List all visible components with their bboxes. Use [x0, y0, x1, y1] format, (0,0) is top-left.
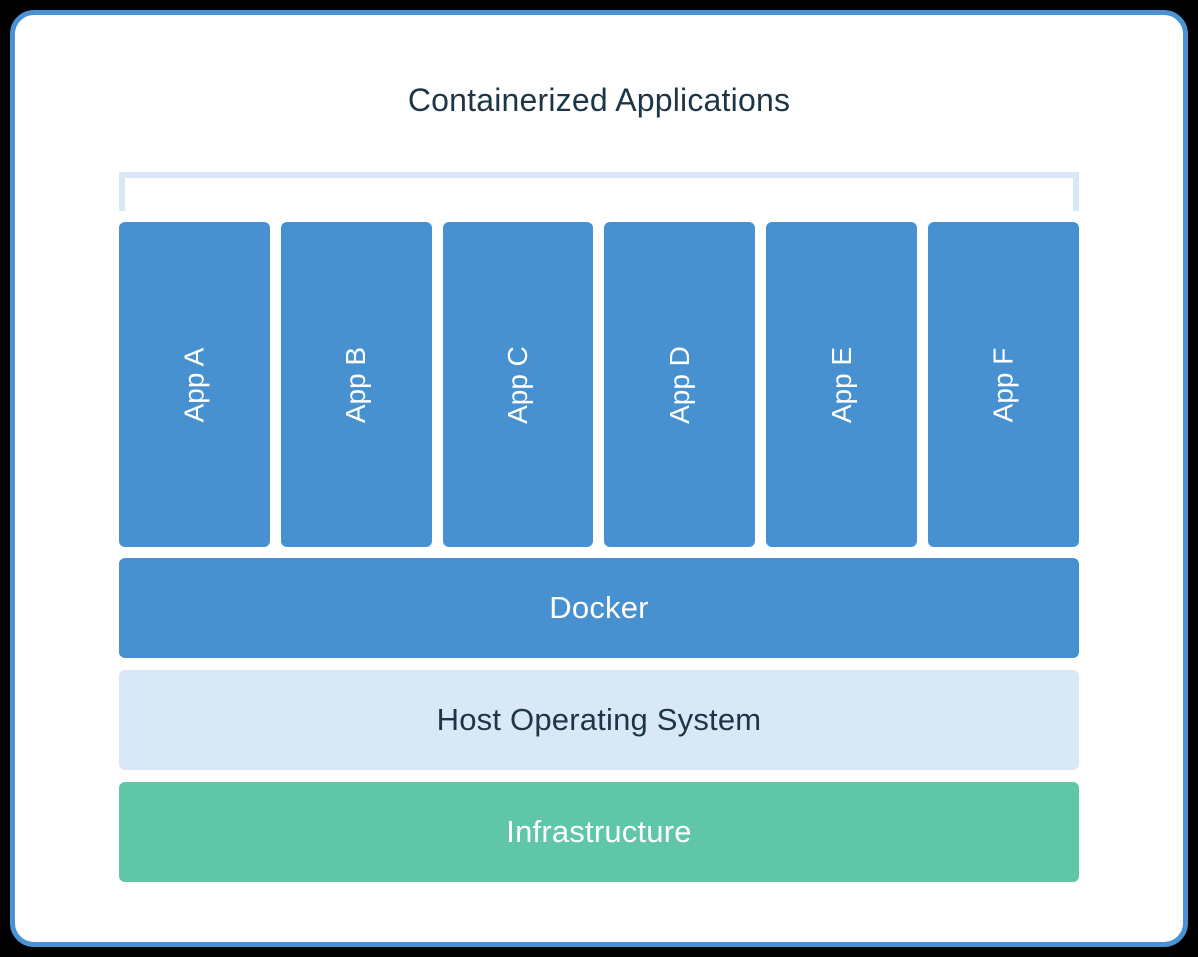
app-label-d: App D — [663, 345, 695, 424]
app-box-d: App D — [604, 222, 756, 548]
diagram-card: Containerized Applications App A App B A… — [10, 10, 1188, 947]
app-box-a: App A — [119, 222, 270, 548]
app-label-e: App E — [825, 346, 857, 424]
app-label-b: App B — [340, 346, 372, 424]
containerized-apps-bracket — [119, 172, 1079, 212]
layer-host-os-label: Host Operating System — [436, 702, 762, 738]
app-box-e: App E — [766, 222, 918, 548]
app-label-f: App F — [987, 347, 1019, 423]
layer-docker-label: Docker — [549, 590, 649, 626]
diagram-title: Containerized Applications — [407, 82, 791, 118]
app-label-c: App C — [502, 345, 534, 424]
app-box-f: App F — [928, 222, 1079, 548]
layer-infrastructure-label: Infrastructure — [506, 814, 692, 850]
apps-row: App A App B App C App D App E App F — [119, 222, 1079, 548]
layer-infrastructure: Infrastructure — [119, 782, 1079, 883]
app-box-b: App B — [280, 222, 432, 548]
app-label-a: App A — [178, 347, 210, 423]
layer-docker: Docker — [119, 558, 1079, 659]
app-box-c: App C — [442, 222, 594, 548]
layer-host-operating-system: Host Operating System — [119, 670, 1079, 771]
